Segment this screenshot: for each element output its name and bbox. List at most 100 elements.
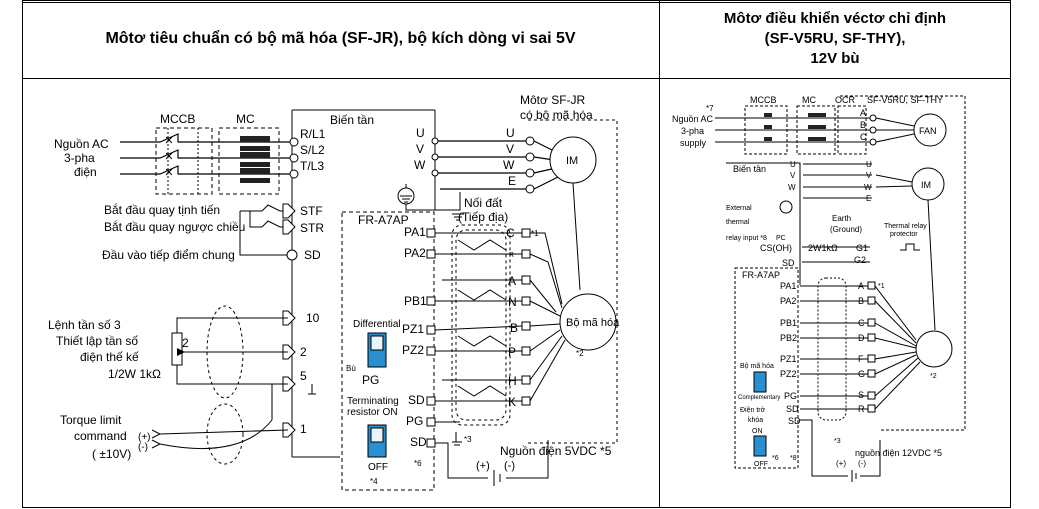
freq-cmd-line2: Thiết lập tần số xyxy=(56,334,138,348)
r-ac2: 3-pha xyxy=(681,126,704,136)
encoder-circle xyxy=(559,293,617,351)
terminal-sd: SD xyxy=(304,248,321,262)
r-sd3: SD xyxy=(788,416,801,426)
r-pz1: PZ1 xyxy=(780,354,797,364)
r-u: U xyxy=(790,160,796,169)
mccb-box xyxy=(155,127,213,195)
stf-description: Bắt đầu quay tịnh tiến xyxy=(104,202,220,217)
terminal-5: 5 xyxy=(300,369,307,383)
terminal-rl1: R/L1 xyxy=(300,127,326,141)
motor-title-line1: Mô­tơ SF-JR xyxy=(520,93,586,107)
ac-source-line2: 3-pha xyxy=(64,151,95,165)
encoder-label: Bộ mã hóa xyxy=(566,317,620,329)
terminal-sd-opt: SD xyxy=(408,393,425,407)
torque-minus: (-) xyxy=(138,442,148,453)
r-pb1: PB1 xyxy=(780,318,797,328)
left-diagram: MCCB MC Nguồn AC 3-pha điện xyxy=(48,93,620,491)
power-minus: (-) xyxy=(504,460,515,472)
r-mccb: MCCB xyxy=(750,95,777,105)
mc-label: MC xyxy=(236,112,255,126)
enc-r: R xyxy=(509,252,514,259)
r-ac3: supply xyxy=(680,138,707,148)
mc-box xyxy=(218,127,280,195)
right-header: Mô­tơ điều khiển véc­tơ chỉ định (SF-V5R… xyxy=(660,0,1010,78)
enc-a: A xyxy=(508,274,516,288)
motor-v: V xyxy=(506,142,514,156)
r-minus: (-) xyxy=(858,459,866,468)
enc-p: P xyxy=(508,345,516,359)
mccb-label: MCCB xyxy=(160,112,195,126)
ac-source-line3: điện xyxy=(74,165,97,179)
terminal-10: 10 xyxy=(306,311,320,325)
torque-plus: (+) xyxy=(138,432,151,443)
terminal-w: W xyxy=(414,158,426,172)
r-2w1k: 2W1kΩ xyxy=(808,243,838,253)
note-3: *3 xyxy=(464,435,472,444)
terminal-2: 2 xyxy=(300,345,307,359)
r-note-2: *2 xyxy=(930,373,937,380)
fr-a7ap-label: FR-A7AP xyxy=(358,213,409,227)
motor-w: W xyxy=(503,158,515,172)
inverter-label: Biến tần xyxy=(330,113,374,127)
terminal-u: U xyxy=(416,126,425,140)
r-enc-s: S xyxy=(858,390,864,400)
r-earth2: (Ground) xyxy=(830,225,862,234)
right-header-line2: (SF-V5RU, SF-THY), xyxy=(764,30,906,47)
terminal-pb1: PB1 xyxy=(404,294,427,308)
enc-b: B xyxy=(510,321,518,335)
r-complementary: Complementary xyxy=(738,395,780,401)
r-bomahoa: Bộ mã hóa xyxy=(740,363,774,370)
r-note-3: *3 xyxy=(834,438,841,445)
r-note-1: *1 xyxy=(878,283,885,290)
complementary-label: Bù xyxy=(346,364,356,373)
pot-wiper-label: 2 xyxy=(182,336,189,350)
ground-label-line1: Nối đất xyxy=(464,196,503,210)
off-label: OFF xyxy=(368,462,388,473)
figure-frame xyxy=(22,0,1011,508)
differential-label: Differential xyxy=(353,319,401,330)
r-pa2: PA2 xyxy=(780,296,796,306)
power-plus: (+) xyxy=(476,460,490,472)
torque-line1: Torque limit xyxy=(60,413,122,427)
r-v: V xyxy=(790,171,796,180)
r-fr-label: FR-A7AP xyxy=(742,270,780,280)
r-ext2: thermal xyxy=(726,219,750,226)
r-g2: G2 xyxy=(854,255,866,265)
terminal-pz2: PZ2 xyxy=(402,343,424,357)
r-dientro2: khóa xyxy=(748,417,763,424)
pg-label: PG xyxy=(362,373,379,387)
enc-h: H xyxy=(508,374,517,388)
freq-cmd-line1: Lệnh tần số 3 xyxy=(48,318,121,332)
r-off: OFF xyxy=(754,461,768,468)
r-csoh: CS(OH) xyxy=(760,243,792,253)
r-fr-box xyxy=(734,267,799,469)
r-pg: PG xyxy=(784,391,797,401)
torque-line3: ( ±10V) xyxy=(92,447,131,461)
r-term-a: A xyxy=(860,108,866,118)
freq-cmd-line4: 1/2W 1kΩ xyxy=(108,367,161,381)
terminal-pz1: PZ1 xyxy=(402,322,424,336)
r-thermal2: protector xyxy=(890,231,918,238)
note-4: *4 xyxy=(370,477,378,486)
r-g1: G1 xyxy=(856,243,868,253)
terminal-v: V xyxy=(416,142,424,156)
left-header: Mô­tơ tiêu chuẩn có bộ mã hóa (SF-JR), b… xyxy=(22,0,659,78)
r-sd2: SD xyxy=(786,404,799,414)
r-switch-terminating xyxy=(753,435,767,457)
motor-e: E xyxy=(508,174,516,188)
r-fan-label: FAN xyxy=(919,126,937,136)
r-pb2: PB2 xyxy=(780,333,797,343)
terminal-1: 1 xyxy=(300,422,307,436)
ground-label-line2: (Tiếp địa) xyxy=(458,210,508,224)
left-header-text: Mô­tơ tiêu chuẩn có bộ mã hóa (SF-JR), b… xyxy=(105,30,576,47)
terminal-sl2: S/L2 xyxy=(300,143,325,157)
freq-cmd-line3: điện thế kế xyxy=(80,350,139,364)
r-note-8: *8 xyxy=(790,455,797,462)
r-inverter-label: Biến tần xyxy=(733,164,766,174)
ac-source-line1: Nguồn AC xyxy=(54,137,109,151)
potentiometer-icon xyxy=(171,332,183,366)
r-ac1: Nguồn AC xyxy=(672,114,714,124)
terminal-pg-opt: PG xyxy=(406,414,423,428)
